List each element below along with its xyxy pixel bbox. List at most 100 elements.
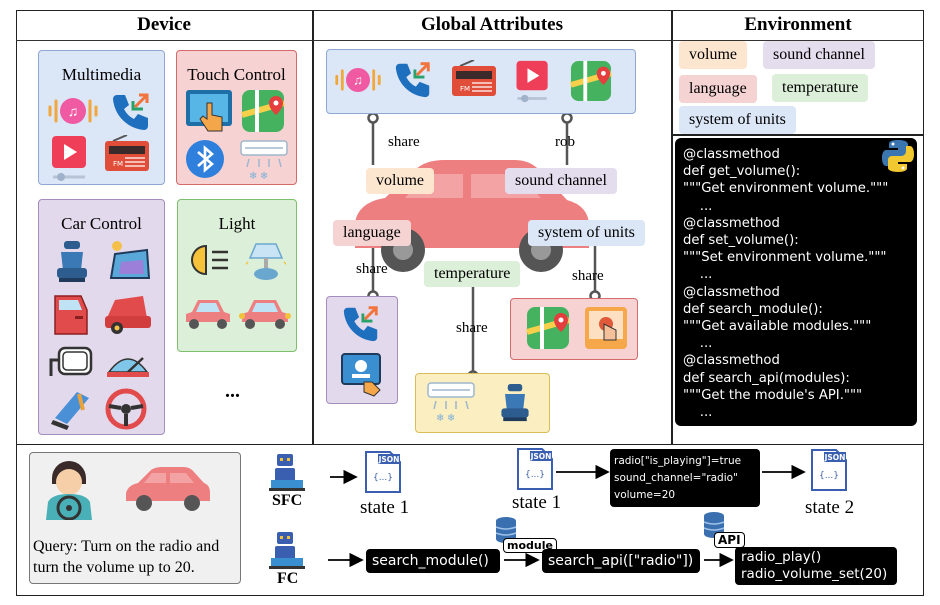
json-braces: {...} xyxy=(373,473,393,483)
light-card: Light xyxy=(177,199,297,352)
kiosk-screen-icon xyxy=(341,353,381,397)
sound-channel-attribute: sound channel xyxy=(505,168,617,194)
share-label-right: share xyxy=(572,268,604,284)
driver-avatar-icon xyxy=(46,461,92,520)
code-line: @classmethod xyxy=(683,215,780,231)
env-tag-volume: volume xyxy=(679,41,747,69)
global-attributes-header: Global Attributes xyxy=(313,10,671,41)
map-icon xyxy=(526,307,570,349)
query-text: Query: Turn on the radio and turn the vo… xyxy=(33,538,220,576)
env-tag-temperature: temperature xyxy=(772,74,869,102)
car-control-card: Car Control xyxy=(38,199,165,435)
headlight-icon xyxy=(191,244,228,276)
environment-header: Environment xyxy=(672,10,924,41)
svg-text:♫: ♫ xyxy=(353,73,363,88)
code-line: @classmethod xyxy=(683,284,780,300)
code-line: def search_module(): xyxy=(683,301,823,317)
code-line: @classmethod xyxy=(683,353,780,369)
pedal-icon xyxy=(51,392,89,430)
code-line: """Get environment volume.""" xyxy=(683,181,889,197)
touch-screen-icon xyxy=(186,90,232,132)
json-label: JSON xyxy=(378,455,400,464)
volume-attribute: volume xyxy=(366,168,434,194)
phone-icon xyxy=(343,306,378,342)
car-control-title: Car Control xyxy=(61,214,142,233)
code-line: ... xyxy=(683,198,713,214)
side-mirror-icon xyxy=(49,346,93,376)
windshield-wiper-icon xyxy=(107,357,149,377)
sunshade-window-icon xyxy=(109,241,151,279)
temperature-attribute: temperature xyxy=(424,261,521,287)
car-door-icon xyxy=(54,295,88,335)
air-conditioner-icon: ❄ ❄ xyxy=(240,140,288,181)
steering-wheel-icon xyxy=(105,388,147,430)
code-line: """Set environment volume.""" xyxy=(683,250,887,266)
phone-icon xyxy=(395,62,430,98)
divider-right xyxy=(671,10,673,445)
json-braces: {...} xyxy=(525,470,545,480)
car-rear-lights-icon xyxy=(239,300,291,329)
car-hood-icon xyxy=(105,296,151,334)
module-badge: module xyxy=(503,538,557,553)
env-tag-sound-channel: sound channel xyxy=(763,41,875,69)
touch-control-title: Touch Control xyxy=(187,65,286,84)
radio-api-calls: radio_play() radio_volume_set(20) xyxy=(735,547,897,585)
language-attribute: language xyxy=(333,220,411,246)
more-devices-ellipsis: ... xyxy=(225,380,240,402)
search-api-call: search_api(["radio"]) xyxy=(542,549,700,573)
car-icon xyxy=(126,467,210,511)
radio-icon: FM xyxy=(452,60,496,96)
multimedia-card: Multimedia ♫ FM xyxy=(38,50,165,185)
python-logo-icon xyxy=(882,140,914,172)
json-label: JSON xyxy=(530,452,552,461)
svg-text:❄ ❄: ❄ ❄ xyxy=(249,171,268,181)
map-icon xyxy=(570,60,612,102)
sfc-label: SFC xyxy=(272,492,303,509)
env-tag-language: language xyxy=(679,75,757,103)
device-header: Device xyxy=(16,10,312,41)
env-divider xyxy=(672,134,924,136)
code-line: ... xyxy=(683,336,713,352)
svg-text:♫: ♫ xyxy=(68,105,79,120)
code-line: ... xyxy=(683,267,713,283)
search-module-call: search_module() xyxy=(366,549,500,573)
code-line: """Get the module's API.""" xyxy=(683,387,863,403)
map-icon xyxy=(241,90,285,132)
robot-fc-icon xyxy=(269,532,305,569)
video-play-icon xyxy=(516,60,548,103)
fc-label: FC xyxy=(277,570,299,587)
share-label-left: share xyxy=(356,261,388,277)
json-label: JSON xyxy=(824,453,846,462)
share-label-mid: share xyxy=(456,320,488,336)
system-of-units-attribute: system of units xyxy=(528,220,645,246)
air-conditioner-icon: ❄ ❄ xyxy=(427,382,475,424)
code-line: @classmethod xyxy=(683,147,780,162)
code-line: def set_volume(): xyxy=(683,233,799,249)
video-play-icon xyxy=(52,136,86,181)
api-badge: API xyxy=(714,532,745,548)
svg-text:❄ ❄: ❄ ❄ xyxy=(436,413,455,424)
touch-screen-icon xyxy=(585,307,627,349)
car-seat-icon xyxy=(57,241,87,282)
state-2-label: state 2 xyxy=(805,497,855,518)
code-line: def search_api(modules): xyxy=(683,370,850,386)
rob-label: rob xyxy=(555,134,575,150)
music-wave-icon: ♫ xyxy=(335,68,381,92)
json-file-icon: JSON {...} xyxy=(365,451,401,493)
robot-sfc-icon xyxy=(269,454,305,491)
code-line: ... xyxy=(683,405,713,421)
language-devices-box xyxy=(326,296,398,404)
music-wave-icon: ♫ xyxy=(48,98,98,124)
light-title: Light xyxy=(218,214,256,233)
radio-icon: FM xyxy=(105,135,149,171)
json-file-icon: JSON {...} xyxy=(811,449,847,491)
radio-state-code: radio["is_playing"]=true sound_channel="… xyxy=(610,449,760,507)
multimedia-title: Multimedia xyxy=(61,65,142,84)
lamp-icon xyxy=(246,243,286,280)
car-front-lights-icon xyxy=(186,300,230,329)
code-line: """Get available modules.""" xyxy=(683,319,872,335)
phone-icon xyxy=(113,93,149,130)
car-seat-icon xyxy=(501,384,529,422)
